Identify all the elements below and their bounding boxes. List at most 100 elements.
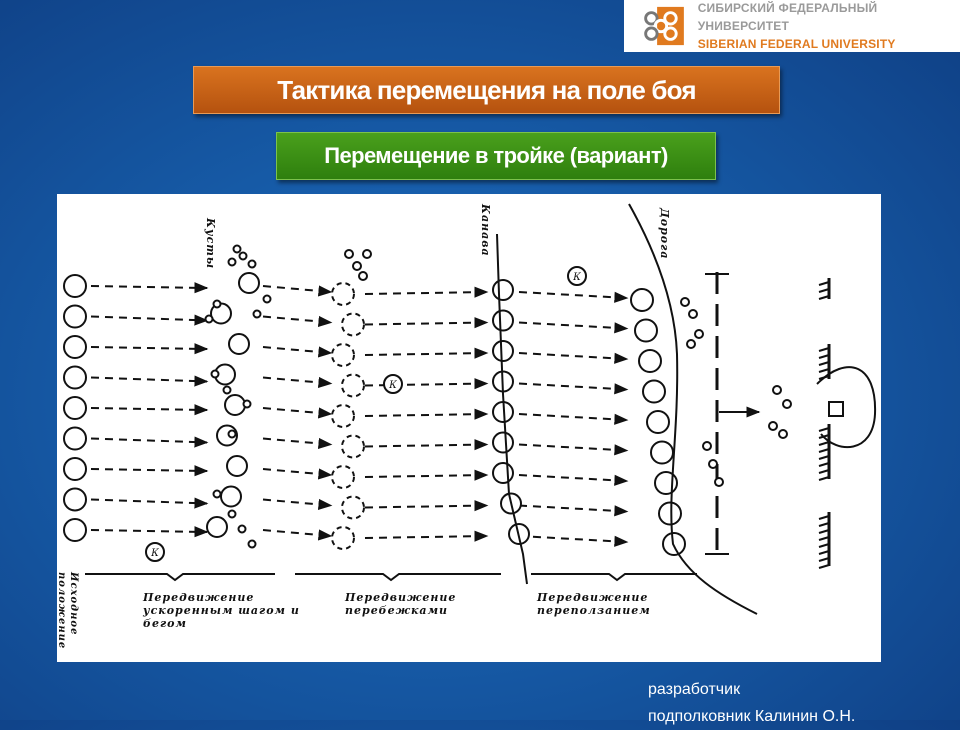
bush-dot <box>247 259 257 269</box>
soldier-ditch <box>492 279 514 301</box>
enemy-trench-tick <box>818 295 830 300</box>
soldier-rushing <box>331 526 355 550</box>
bush-dot <box>247 539 257 549</box>
movement-arrow <box>364 317 489 329</box>
movement-arrow <box>518 291 629 303</box>
soldier-bushes <box>226 455 248 477</box>
label-initial-position: Исходное положение <box>56 572 79 650</box>
brace-phase2 <box>295 573 501 582</box>
logo-text-ru: СИБИРСКИЙ ФЕДЕРАЛЬНЫЙ УНИВЕРСИТЕТ <box>697 1 878 33</box>
soldier-rushing <box>331 404 355 428</box>
soldier-ditch <box>492 431 514 454</box>
soldier-initial <box>63 274 87 298</box>
label-phase-accelerated: Передвижение ускоренным шагом и бегом <box>143 591 300 630</box>
brace-initial-phase1 <box>85 573 275 582</box>
movement-arrow <box>262 498 333 510</box>
soldier-rushing <box>331 465 355 489</box>
enemy-bunker <box>828 401 844 417</box>
movement-arrow <box>364 286 489 298</box>
label-phase-rushes: Передвижение перебежками <box>345 591 457 617</box>
enemy-trench-tick <box>818 441 830 446</box>
movement-arrow <box>364 408 489 420</box>
commander-marker-letter: К <box>572 272 581 283</box>
soldier-road <box>638 349 662 373</box>
soldier-rushing <box>341 434 365 459</box>
slide-subtitle-banner: Перемещение в тройке (вариант) <box>276 132 716 180</box>
movement-arrow <box>90 375 209 387</box>
movement-arrow <box>518 352 629 364</box>
road-line <box>628 203 758 615</box>
movement-arrow <box>262 346 333 358</box>
bush-dot <box>686 339 696 349</box>
bush-dot <box>212 299 222 309</box>
soldier-rushing <box>331 282 355 306</box>
enemy-trench-tick <box>818 557 830 562</box>
soldier-rushing <box>341 495 365 520</box>
logo-text-en: SIBERIAN FEDERAL UNIVERSITY <box>697 37 896 51</box>
soldier-road <box>634 318 658 343</box>
university-logo: СИБИРСКИЙ ФЕДЕРАЛЬНЫЙ УНИВЕРСИТЕТ SIBERI… <box>624 0 960 52</box>
soldier-initial <box>63 365 87 390</box>
soldier-road <box>650 440 674 465</box>
movement-arrow <box>90 343 209 355</box>
label-ditch: Канава <box>479 204 492 257</box>
enemy-trench-tick <box>818 361 830 366</box>
soldier-ditch <box>492 462 514 484</box>
movement-arrow <box>262 376 333 388</box>
movement-arrow <box>90 282 209 294</box>
soldier-bushes <box>228 333 250 355</box>
slide-title-banner: Тактика перемещения на поле боя <box>193 66 780 114</box>
enemy-trench-tick <box>818 354 830 359</box>
bush-dot <box>222 385 232 395</box>
credit-role: разработчик <box>648 681 741 698</box>
bush-dot <box>352 261 362 271</box>
soldier-road <box>630 288 654 312</box>
movement-arrow <box>262 315 333 327</box>
bush-dot <box>680 297 690 307</box>
commander-marker <box>567 266 587 286</box>
label-bushes: Кусты <box>204 218 217 270</box>
movement-arrow <box>90 465 209 477</box>
enemy-trench-tick <box>818 368 830 373</box>
credit-block: разработчик подполковник Калинин О.Н. <box>648 676 855 730</box>
bush-dot <box>204 314 214 324</box>
bush-dot <box>238 251 248 261</box>
bush-dot <box>782 399 792 409</box>
soldier-initial <box>63 518 87 542</box>
movement-arrow <box>90 436 209 448</box>
movement-arrow <box>518 535 629 547</box>
bush-dot <box>702 441 712 451</box>
soldier-ditch <box>492 340 514 362</box>
soldier-initial <box>63 335 87 359</box>
movement-arrow <box>364 439 489 451</box>
soldier-rushing <box>341 312 365 337</box>
commander-marker-letter: К <box>150 548 159 559</box>
soldier-road <box>642 379 666 404</box>
enemy-position-curve <box>816 366 877 448</box>
movement-arrow <box>518 413 629 425</box>
slide-subtitle: Перемещение в тройке (вариант) <box>324 143 668 168</box>
movement-arrow <box>518 321 629 334</box>
movement-arrow <box>262 407 333 419</box>
movement-arrow <box>90 314 209 326</box>
movement-arrow <box>262 529 333 541</box>
soldier-rushing <box>341 373 365 398</box>
enemy-trench-tick <box>818 469 830 474</box>
movement-arrow <box>262 437 333 449</box>
bush-dot <box>212 489 222 499</box>
enemy-trench-tick <box>818 455 830 460</box>
movement-arrow <box>518 382 629 395</box>
enemy-trench-tick <box>818 529 830 534</box>
enemy-trench-tick <box>818 427 830 432</box>
movement-arrow <box>364 530 489 542</box>
bush-dot <box>227 509 237 519</box>
soldier-initial <box>63 457 87 481</box>
soldier-initial <box>63 426 87 451</box>
movement-arrow <box>518 504 629 517</box>
bush-dot <box>227 257 237 267</box>
commander-marker <box>383 374 403 394</box>
soldier-initial <box>63 487 87 512</box>
bush-dot <box>768 421 778 431</box>
bush-dot <box>714 477 724 487</box>
movement-arrow <box>518 443 629 456</box>
